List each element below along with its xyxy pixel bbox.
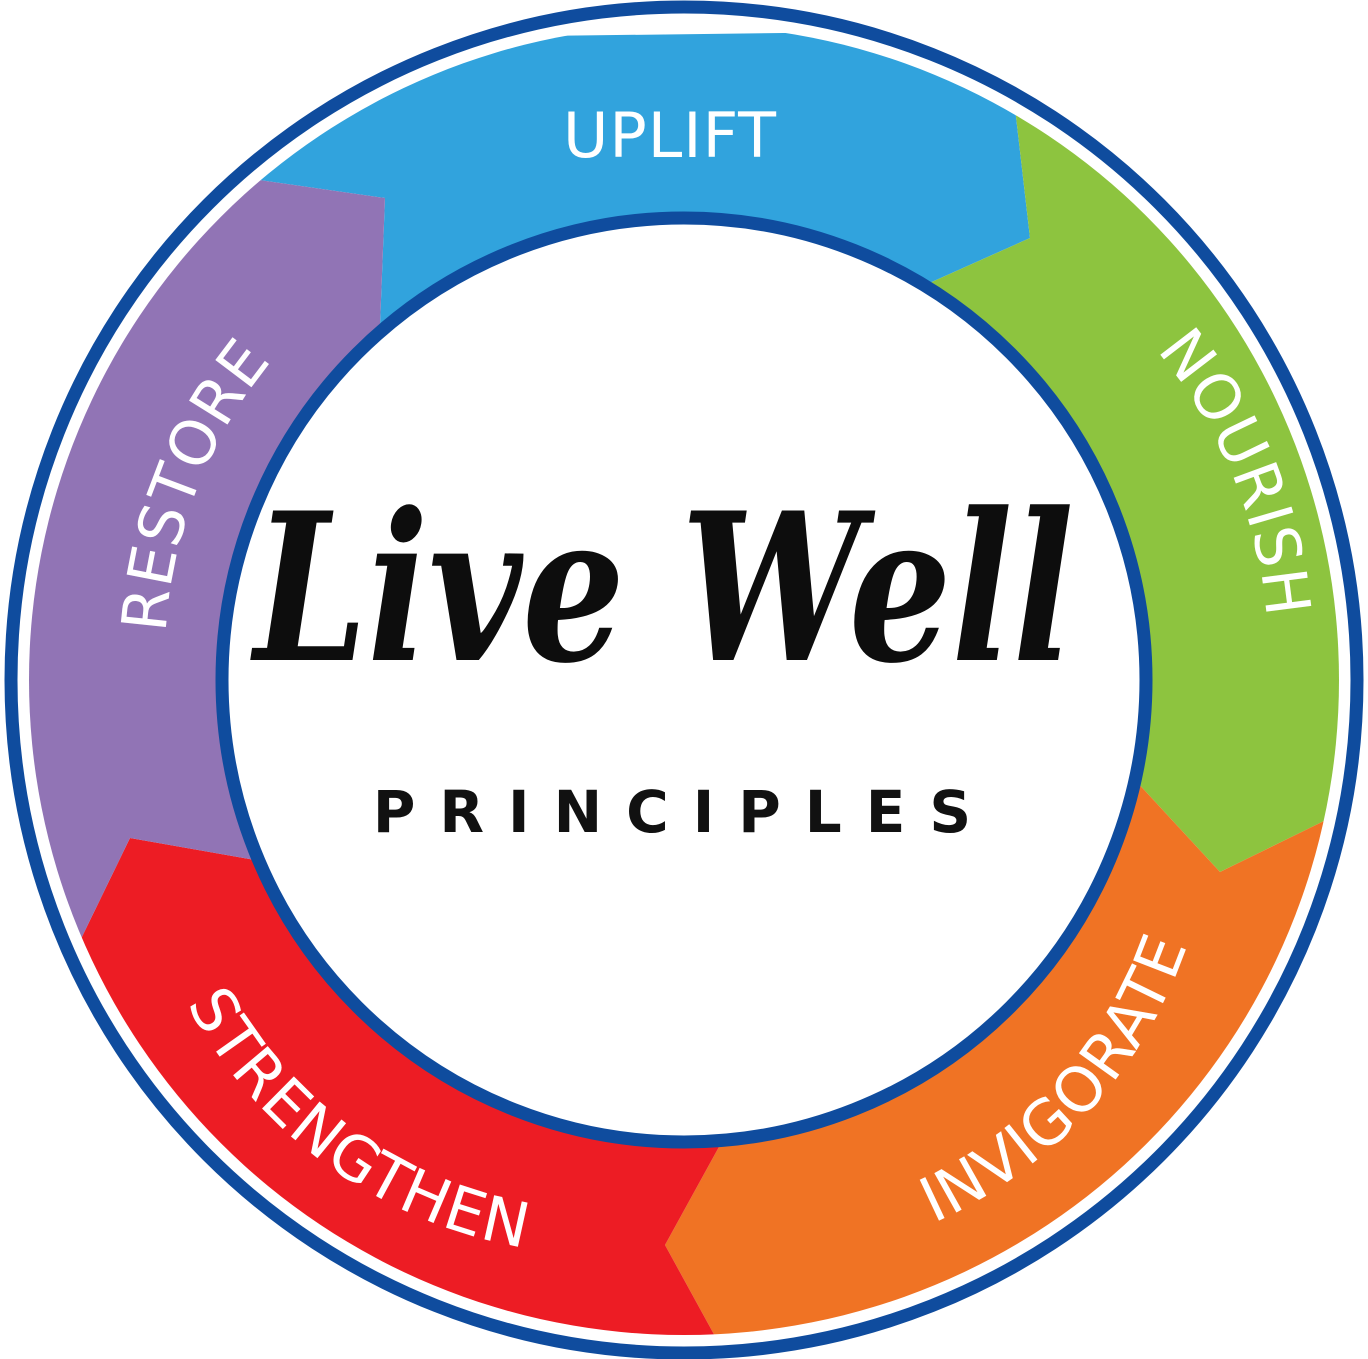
center-circle <box>215 211 1153 1149</box>
label-uplift: UPLIFT <box>563 99 777 172</box>
outer-ring-border <box>4 0 1364 1359</box>
subtitle: PRINCIPLES <box>373 778 995 846</box>
title: Live Well <box>250 469 1074 709</box>
